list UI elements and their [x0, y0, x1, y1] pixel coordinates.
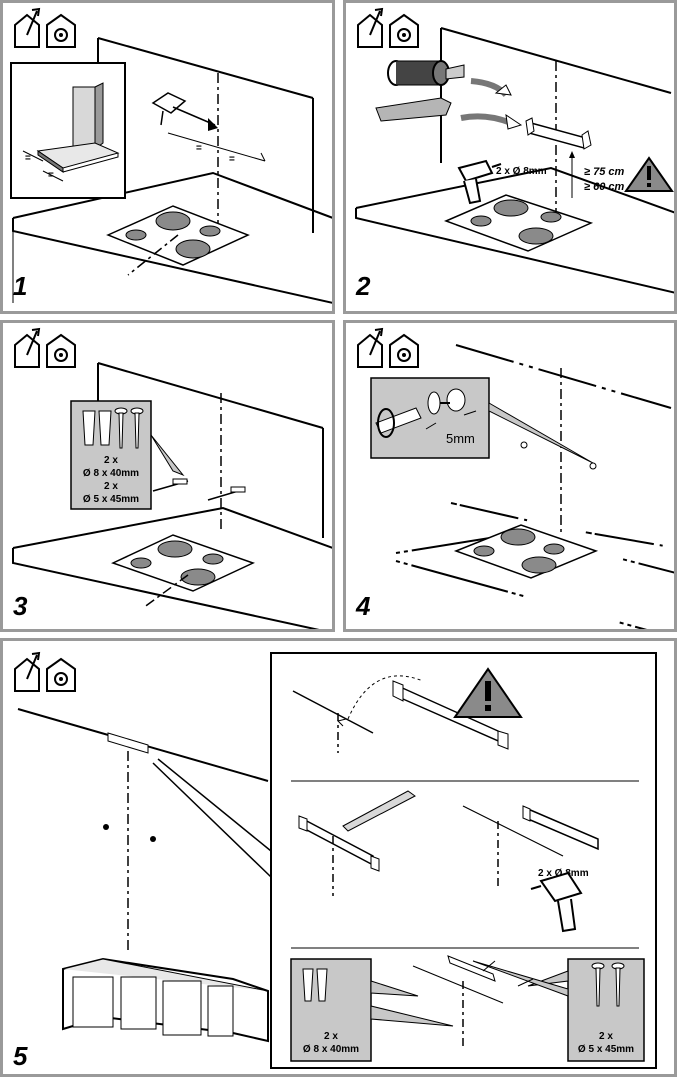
recirculation-icon — [47, 335, 75, 367]
anchor-qty-label: 2 x — [104, 455, 118, 466]
svg-text:=: = — [229, 154, 235, 165]
anchor-qty-label: 2 x — [324, 1031, 338, 1042]
step-1-panel: = = = = 1 — [0, 0, 335, 314]
step-number: 4 — [355, 591, 371, 621]
height-electric-label: ≥ 75 cm — [584, 166, 625, 178]
outside-venting-icon — [358, 329, 382, 367]
screw-qty-label: 2 x — [104, 481, 118, 492]
step-5-panel: 5 2 x Ø 8mm — [0, 638, 677, 1077]
outside-venting-icon — [15, 9, 39, 47]
recirculation-icon — [390, 15, 418, 47]
step-4-panel: 5mm 4 — [343, 320, 677, 632]
gap-label: 5mm — [446, 431, 475, 446]
screw-size-label: Ø 5 x 45mm — [83, 494, 139, 505]
warning-icon — [626, 158, 672, 191]
recirculation-icon — [47, 15, 75, 47]
step-number: 2 — [355, 271, 371, 301]
step-number: 1 — [13, 271, 27, 301]
anchor-size-label: Ø 8 x 40mm — [83, 468, 139, 479]
step-3-panel: 2 x Ø 8 x 40mm 2 x Ø 5 x 45mm 3 — [0, 320, 335, 632]
drill-size-label: 2 x Ø 8mm — [496, 166, 547, 177]
screw-qty-label: 2 x — [599, 1031, 613, 1042]
fixings-callout: 2 x Ø 8 x 40mm 2 x Ø 5 x 45mm — [71, 401, 151, 509]
step-number: 3 — [13, 591, 28, 621]
height-gas-label: ≥ 60 cm — [584, 181, 625, 193]
svg-text:=: = — [196, 143, 202, 154]
outside-venting-icon — [358, 9, 382, 47]
outside-venting-icon — [15, 329, 39, 367]
svg-text:=: = — [25, 153, 31, 164]
step-number: 5 — [13, 1041, 28, 1071]
bracket-detail-box: 2 x Ø 8mm 2 x Ø 8 x 40mm 2 x Ø 5 x 45mm — [271, 653, 656, 1068]
recirculation-icon — [390, 335, 418, 367]
recirculation-icon — [47, 659, 75, 691]
anchor-size-label: Ø 8 x 40mm — [303, 1044, 359, 1055]
screw-size-label: Ø 5 x 45mm — [578, 1044, 634, 1055]
screw-gap-callout: 5mm — [371, 378, 489, 458]
outside-venting-icon — [15, 653, 39, 691]
step-2-panel: 2 x Ø 8mm ≥ 75 cm ≥ 60 cm 2 — [343, 0, 677, 314]
svg-text:=: = — [48, 170, 54, 181]
